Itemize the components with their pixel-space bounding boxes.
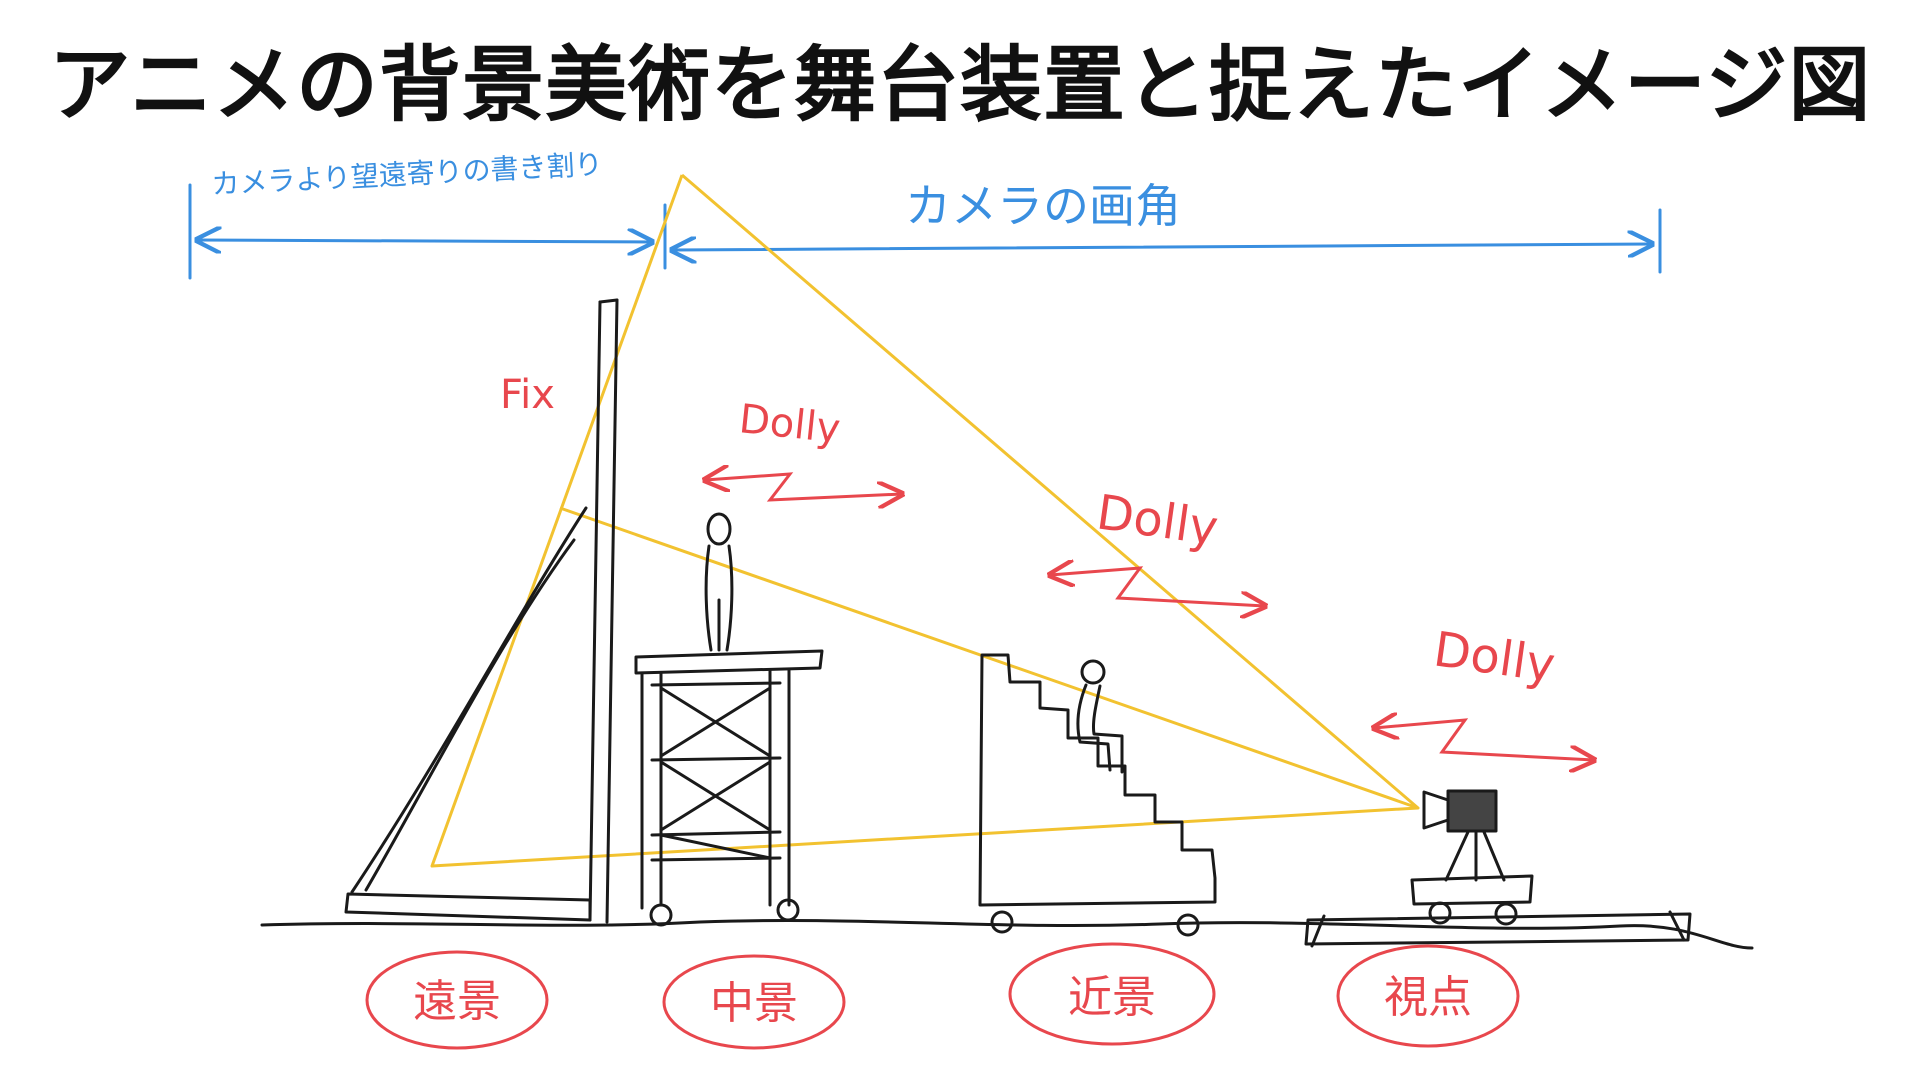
- layer-label-near: 近景: [1008, 942, 1216, 1046]
- page-title: アニメの背景美術を舞台装置と捉えたイメージ図: [48, 38, 1872, 133]
- layer-label-viewpoint-text: 視点: [1384, 972, 1472, 1023]
- standing-figure: [704, 512, 734, 652]
- seated-figure: [1076, 659, 1124, 774]
- camera-view-frustum: [430, 173, 1420, 868]
- dolly-arrow-mid: [705, 474, 902, 500]
- telephoto-span-label: カメラより望遠寄りの書き割り: [211, 148, 604, 201]
- layer-label-mid: 中景: [662, 954, 846, 1050]
- dolly-label-view: Dolly: [1430, 621, 1558, 693]
- fix-label: Fix: [500, 372, 555, 418]
- layer-label-far-text: 遠景: [413, 976, 501, 1027]
- camera-angle-span-label: カメラの画角: [905, 179, 1181, 233]
- camera-on-dolly: [1304, 789, 1692, 948]
- dolly-arrow-view: [1374, 720, 1594, 760]
- foreground-staircase: [978, 653, 1217, 937]
- dolly-arrow-near: [1050, 568, 1265, 606]
- layer-label-far: 遠景: [365, 950, 549, 1050]
- layer-label-near-text: 近景: [1068, 972, 1156, 1023]
- layer-label-mid-text: 中景: [710, 978, 798, 1029]
- midground-tower: [634, 649, 824, 927]
- camera-angle-span-arrow: [663, 203, 1662, 274]
- background-flat: [344, 298, 619, 924]
- ground-line: [260, 918, 1754, 950]
- layer-label-viewpoint: 視点: [1336, 944, 1520, 1048]
- dolly-label-mid: Dolly: [737, 396, 842, 452]
- telephoto-span-arrow: [188, 183, 652, 280]
